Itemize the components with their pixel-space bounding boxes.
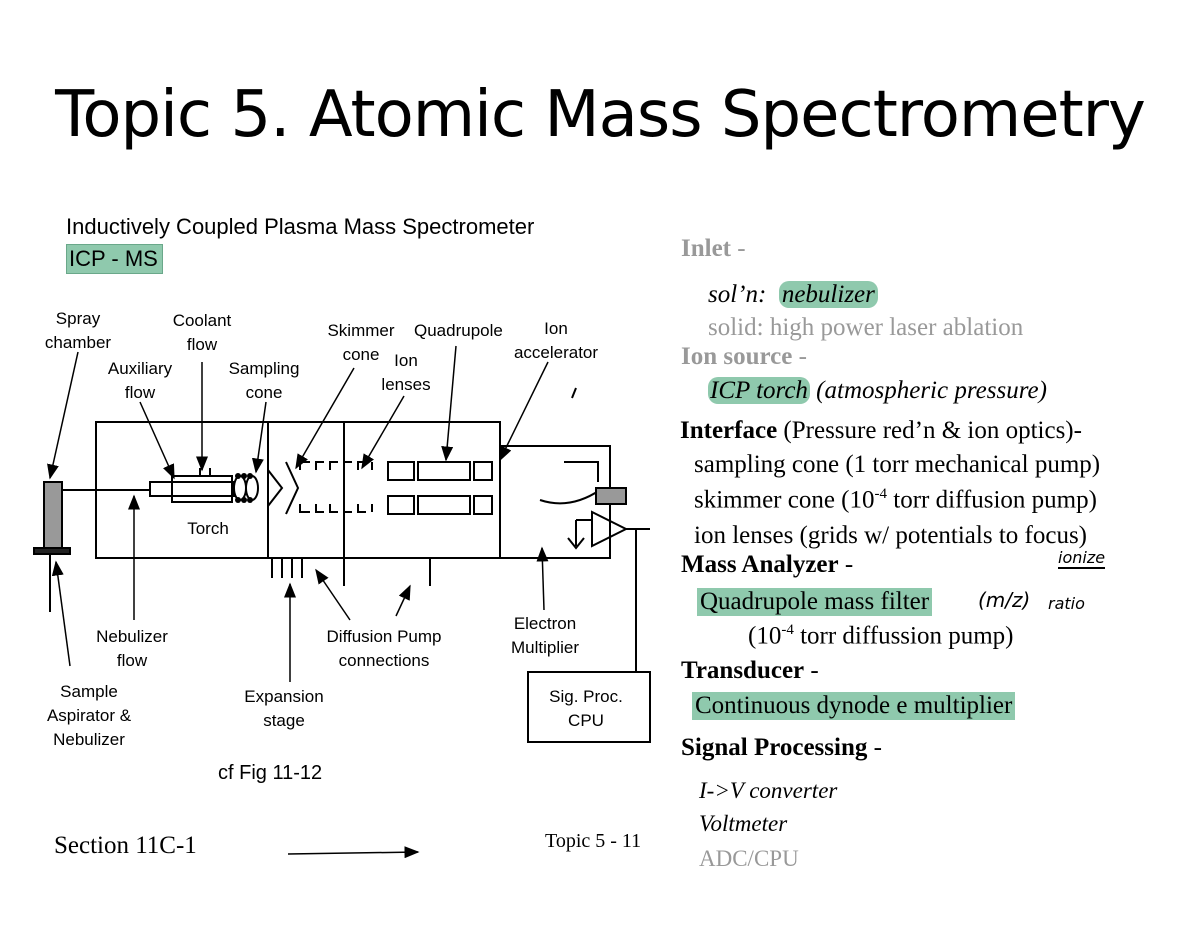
icp-torch-line: ICP torch (atmospheric pressure) — [708, 377, 1047, 404]
label-quadrupole: Quadrupole — [414, 321, 503, 340]
adc-cpu-line: ADC/CPU — [699, 846, 799, 871]
diffusion-pump-line: (10-4 torr diffussion pump) — [748, 622, 1014, 650]
ion-source-heading: Ion source - — [681, 343, 807, 370]
interface-heading: Interface (Pressure red’n & ion optics)- — [680, 417, 1082, 444]
diagram-heading: Inductively Coupled Plasma Mass Spectrom… — [66, 214, 535, 239]
ion-lenses-line: ion lenses (grids w/ potentials to focus… — [694, 522, 1087, 549]
page-number: Topic 5 - 11 — [545, 830, 642, 852]
inlet-heading: Inlet - — [681, 235, 746, 262]
voltmeter-line: Voltmeter — [699, 811, 788, 836]
signal-processing-heading: Signal Processing - — [681, 734, 882, 761]
handwritten-ionize: ionize — [1058, 548, 1106, 569]
iv-converter-line: I->V converter — [699, 778, 838, 803]
soln-line: sol’n: nebulizer — [708, 281, 878, 309]
solid-line: solid: high power laser ablation — [708, 314, 1024, 341]
skimmer-cone-line: skimmer cone (10-4 torr diffusion pump) — [694, 486, 1097, 514]
handwritten-ratio: ratio — [1048, 594, 1085, 613]
handwritten-mz: (m/z) — [978, 588, 1031, 612]
transducer-heading: Transducer - — [681, 657, 819, 684]
figure-caption: cf Fig 11-12 — [218, 762, 323, 784]
slide-title: Topic 5. Atomic Mass Spectrometry — [55, 78, 1146, 152]
label-sig-proc: Sig. Proc.CPU — [549, 687, 623, 730]
mass-analyzer-heading: Mass Analyzer - — [681, 551, 854, 578]
dynode-line: Continuous dynode e multiplier — [692, 692, 1016, 720]
section-reference: Section 11C-1 — [54, 832, 197, 859]
sig-proc-box — [527, 671, 651, 743]
label-torch: Torch — [187, 519, 229, 538]
sampling-cone-line: sampling cone (1 torr mechanical pump) — [694, 451, 1101, 478]
quadrupole-filter-line: Quadrupole mass filter — [697, 588, 933, 616]
icp-ms-badge: ICP - MS — [66, 244, 163, 274]
